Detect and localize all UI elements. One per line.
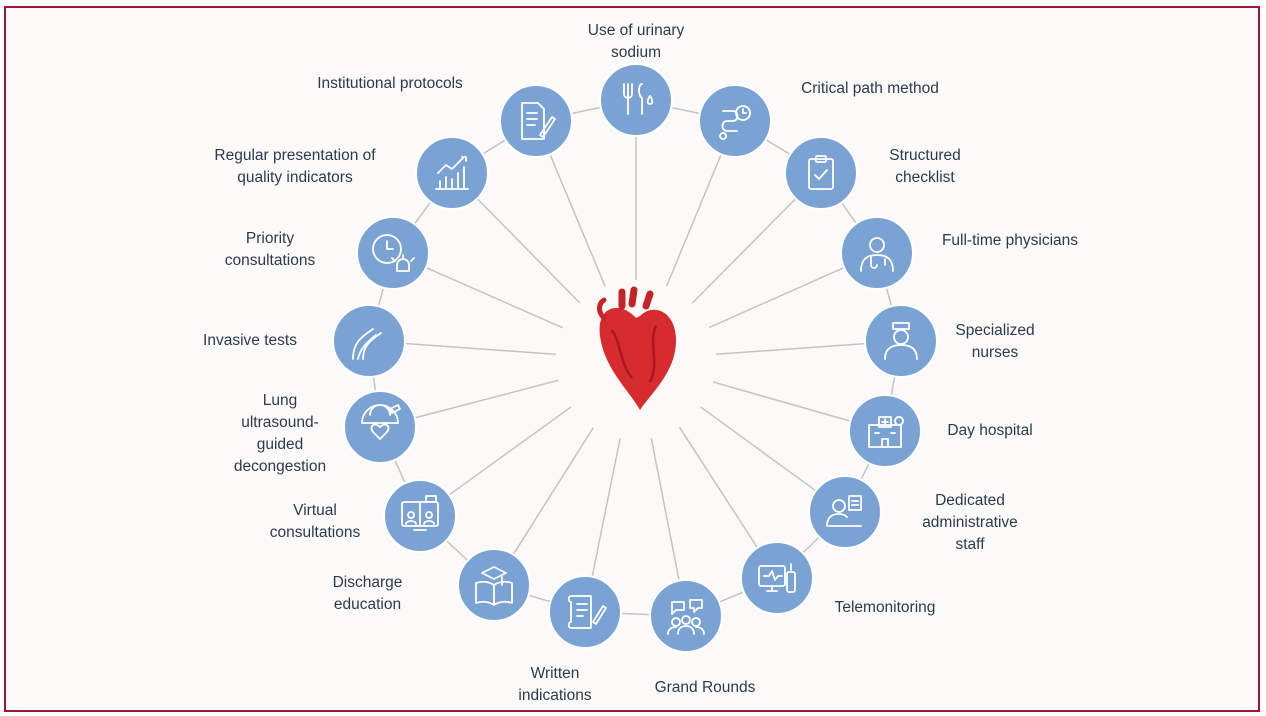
clock-alarm-icon [372, 234, 415, 272]
node-label: Specialized nurses [955, 322, 1035, 361]
node-label: Use of urinary sodium [587, 22, 685, 61]
node-label: Institutional protocols [317, 75, 463, 92]
route-clock-icon [719, 105, 751, 140]
diagram-node [840, 216, 914, 290]
spoke-line [448, 406, 572, 496]
spoke-line [708, 266, 845, 329]
diagram-node [457, 548, 531, 622]
diagram-node [332, 304, 406, 378]
node-label: Day hospital [947, 422, 1033, 439]
book-graduation-icon [475, 566, 513, 606]
spoke-line [512, 427, 594, 555]
diagram-node [649, 579, 723, 653]
group-discussion-icon [667, 599, 705, 635]
spoke-line [549, 153, 606, 287]
node-label: Priority consultations [224, 230, 316, 269]
diagram-node [383, 479, 457, 553]
node-label: Lung ultrasound- guided decongestion [233, 392, 327, 475]
spoke-line [650, 438, 680, 581]
document-pen-icon [521, 102, 556, 140]
diagram-node [343, 390, 417, 464]
fork-knife-drop-icon [623, 83, 654, 115]
hospital-building-icon [868, 416, 904, 448]
video-call-icon [401, 495, 439, 531]
spoke-line [691, 198, 797, 304]
diagram-node [548, 575, 622, 649]
spoke-line [700, 406, 817, 492]
spoke-line [715, 342, 866, 356]
catheter-vessel-icon [352, 328, 382, 360]
node-label: Dedicated administrative staff [922, 492, 1018, 553]
diagram-node [499, 84, 573, 158]
diagram-node [698, 84, 772, 158]
diagram-node [599, 63, 673, 137]
diagram-node [808, 475, 882, 549]
diagram-node [848, 394, 922, 468]
diagram-node [784, 136, 858, 210]
node-label: Grand Rounds [654, 679, 756, 696]
nurse-icon [884, 322, 918, 360]
monitor-phone-icon [758, 563, 796, 593]
admin-desk-icon [826, 495, 862, 527]
clipboard-check-icon [808, 155, 834, 190]
node-label: Discharge education [332, 574, 403, 613]
diagram-node [740, 541, 814, 615]
node-label: Invasive tests [203, 332, 297, 349]
spoke-line [476, 198, 581, 304]
scroll-pen-icon [567, 595, 607, 629]
spoke-line [591, 438, 621, 577]
node-label: Written indications [518, 665, 592, 704]
bar-chart-trend-icon [435, 156, 469, 190]
node-label: Regular presentation of quality indicato… [214, 147, 376, 186]
node-label: Virtual consultations [269, 502, 361, 541]
node-label: Telemonitoring [834, 599, 936, 616]
spoke-line [404, 342, 557, 356]
node-label: Critical path method [801, 80, 939, 97]
spoke-line [665, 153, 722, 287]
spoke-line [414, 379, 559, 419]
diagram-node [415, 136, 489, 210]
diagram-node [864, 304, 938, 378]
spoke-line [712, 381, 851, 422]
ultrasound-heart-icon [361, 404, 401, 440]
spoke-line [678, 426, 759, 549]
doctor-icon [860, 237, 894, 272]
spoke-line [425, 266, 564, 329]
node-label: Structured checklist [889, 147, 961, 186]
diagram-node [356, 216, 430, 290]
heart-icon [597, 286, 676, 410]
node-label: Full-time physicians [941, 232, 1079, 249]
